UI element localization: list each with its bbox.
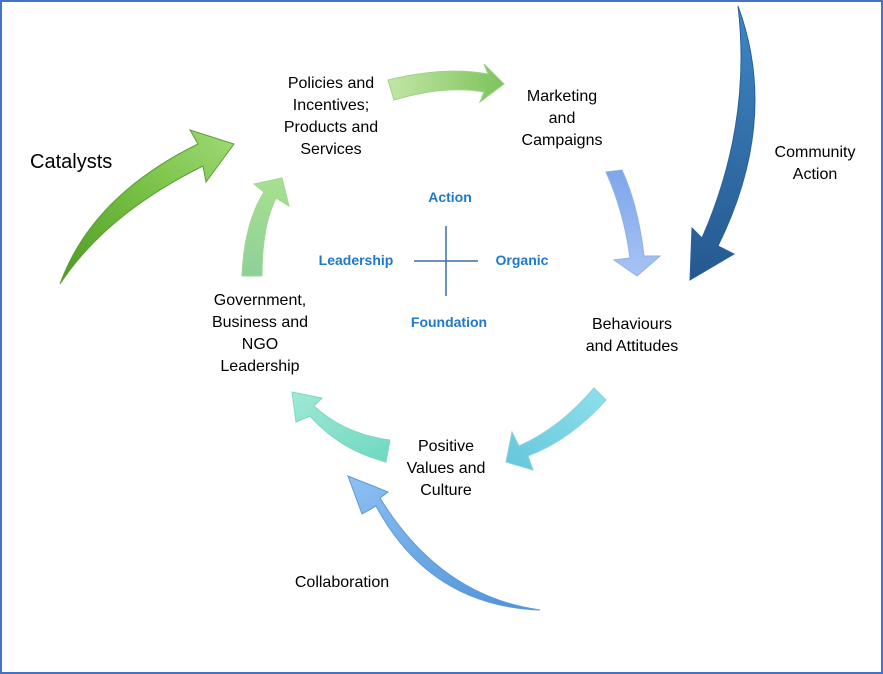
node-leadership: Government, Business and NGO Leadership: [211, 292, 309, 375]
node-values: Positive Values and Culture: [406, 438, 486, 499]
arrow-community-action: [689, 5, 756, 281]
arrow-values-to-leadership: [291, 391, 391, 463]
axis-label-organic: Organic: [495, 252, 549, 268]
label-catalysts: Catalysts: [30, 151, 113, 173]
axis-label-action: Action: [428, 189, 472, 205]
arrow-policies-to-marketing: [387, 63, 505, 104]
arrow-catalysts: [59, 129, 235, 285]
axis-label-leadership: Leadership: [318, 252, 394, 268]
arrow-marketing-to-behaviours: [605, 169, 662, 277]
node-marketing: Marketing and Campaigns: [521, 88, 603, 149]
label-collaboration: Collaboration: [294, 574, 390, 591]
arrow-collaboration: [347, 475, 541, 611]
center-cross-icon: [414, 226, 478, 296]
arrow-behaviours-to-values: [505, 387, 607, 471]
node-behaviours: Behaviours and Attitudes: [585, 316, 679, 355]
node-policies: Policies and Incentives; Products and Se…: [283, 75, 379, 158]
axis-label-foundation: Foundation: [410, 314, 488, 330]
label-community-action: Community Action: [774, 144, 856, 183]
arrow-leadership-to-policies: [241, 177, 290, 277]
